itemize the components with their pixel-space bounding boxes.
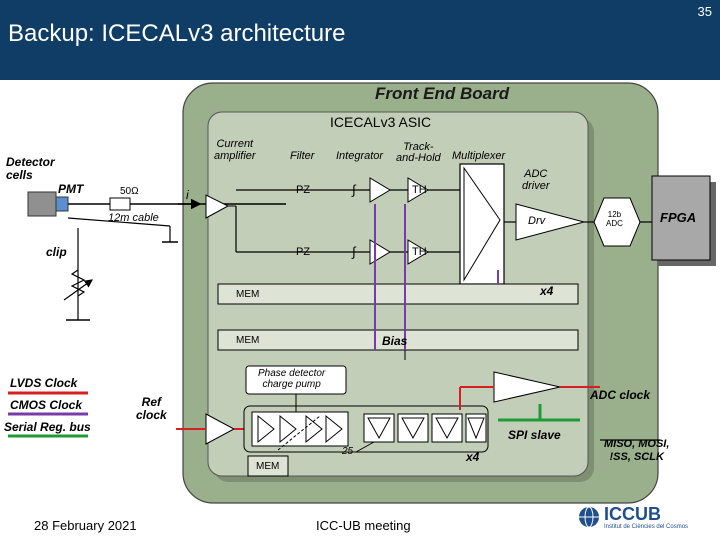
integral-top-label: ∫ xyxy=(352,182,356,197)
pz-top-label: PZ xyxy=(296,184,311,196)
count-25-label: 25 xyxy=(342,446,354,457)
fpga-block xyxy=(651,175,711,261)
current-amplifier-label: Current amplifier xyxy=(214,138,256,162)
footer-event: ICC-UB meeting xyxy=(316,518,411,533)
globe-icon xyxy=(579,506,599,528)
board-label: Front End Board xyxy=(375,84,510,103)
phase-detector-label: Phase detector charge pump xyxy=(258,368,326,390)
mem-3-label: MEM xyxy=(256,461,280,472)
mem-block-1 xyxy=(217,283,579,305)
current-label: i xyxy=(186,188,189,202)
pmt-block xyxy=(27,191,57,217)
drv-label: Drv xyxy=(528,215,546,227)
pz-bottom-label: PZ xyxy=(296,246,311,258)
slide-number: 35 xyxy=(697,4,712,19)
integrator-label: Integrator xyxy=(336,150,384,162)
slide-header xyxy=(0,0,720,80)
footer-date: 28 February 2021 xyxy=(34,518,137,533)
mem-block-3 xyxy=(247,455,289,477)
spi-slave-label: SPI slave xyxy=(508,428,561,442)
adc-driver-label: ADC driver xyxy=(522,168,550,192)
logo-subtitle: Institut de Ciències del Cosmos xyxy=(604,524,689,530)
logo-text: ICCUB xyxy=(604,504,661,524)
asic-label: ICECALv3 ASIC xyxy=(330,114,432,130)
mem-2-label: MEM xyxy=(236,335,260,346)
filter-label: Filter xyxy=(290,150,315,162)
cable-label: 12m cable xyxy=(108,212,159,224)
fpga-label: FPGA xyxy=(660,210,697,225)
legend-lvds-label: LVDS Clock xyxy=(10,376,78,390)
th-top-label: TH xyxy=(412,184,427,196)
adc-label: 12b ADC xyxy=(606,210,623,228)
integral-bottom-label: ∫ xyxy=(352,244,356,259)
pmt-label: PMT xyxy=(58,182,84,196)
ref-clock-label: Ref clock xyxy=(136,395,167,422)
track-and-hold-label: Track- and-Hold xyxy=(396,141,441,164)
legend-cmos-label: CMOS Clock xyxy=(10,398,83,412)
multiplexer-label: Multiplexer xyxy=(452,150,506,162)
mem-1-label: MEM xyxy=(236,289,260,300)
legend-serial-label: Serial Reg. bus xyxy=(4,420,91,434)
x4-bottom-label: x4 xyxy=(466,450,480,464)
mem-block-2 xyxy=(217,329,579,351)
slide-title: Backup: ICECALv3 architecture xyxy=(8,20,346,47)
miso-label: MISO, MOSI, !SS, SCLK xyxy=(604,438,670,463)
resistor-label: 50Ω xyxy=(120,186,139,197)
bias-label: Bias xyxy=(382,334,408,348)
resistor-50ohm xyxy=(109,197,131,211)
iccub-logo: ICCUB Institut de Ciències del Cosmos xyxy=(578,502,708,536)
clip-label: clip xyxy=(46,245,67,259)
adc-clock-label: ADC clock xyxy=(590,388,651,402)
th-bottom-label: TH xyxy=(412,246,427,258)
x4-top-label: x4 xyxy=(540,284,554,298)
multiplexer-block xyxy=(459,163,505,285)
adc-driver xyxy=(515,203,586,241)
detector-cells-label: Detector cells xyxy=(6,155,55,182)
